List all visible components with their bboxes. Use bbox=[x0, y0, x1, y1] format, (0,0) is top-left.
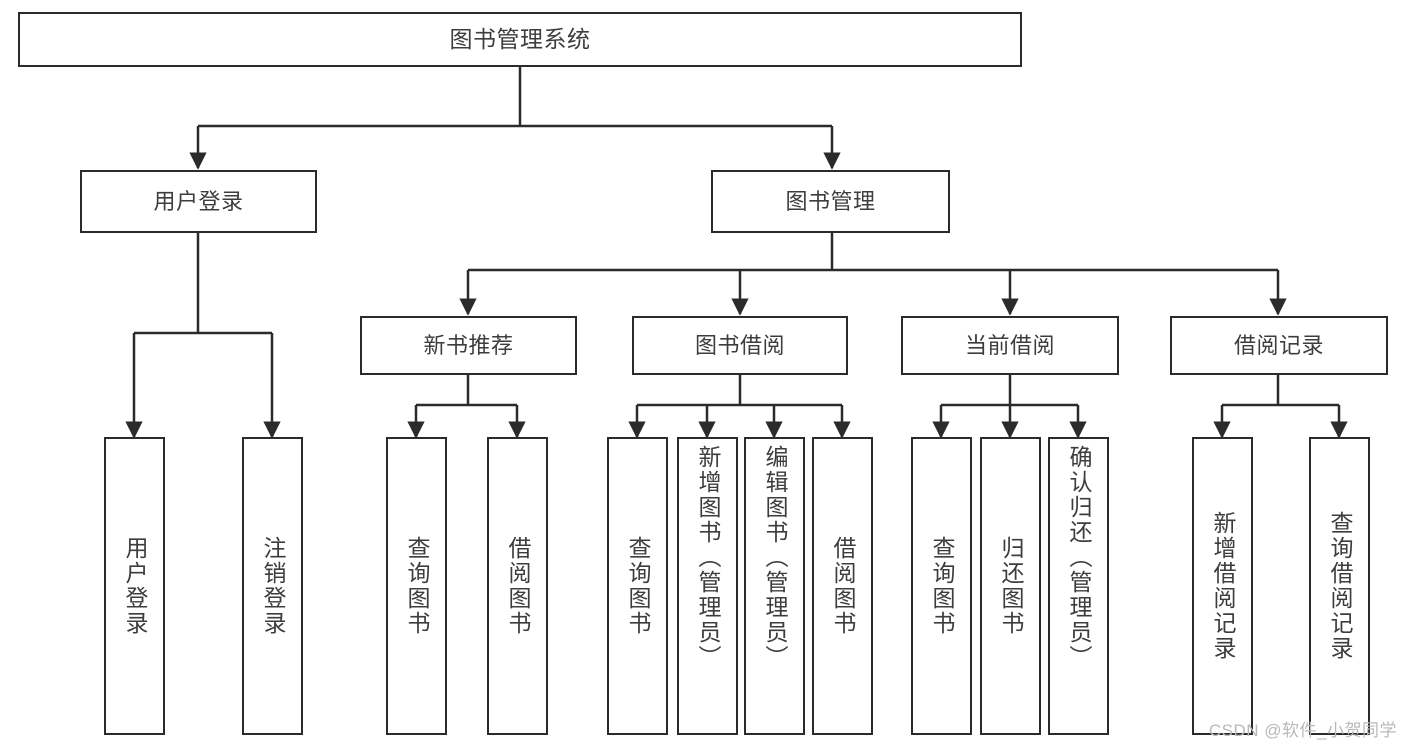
node-user-login[interactable]: 用户登录 bbox=[80, 170, 317, 233]
node-leaf-user-logout-label: 注销登录 bbox=[260, 536, 286, 636]
node-leaf-cur-return[interactable]: 归还图书 bbox=[980, 437, 1041, 735]
node-leaf-cur-return-label: 归还图书 bbox=[998, 536, 1024, 636]
node-leaf-rec-search-label: 查询借阅记录 bbox=[1327, 511, 1353, 661]
node-leaf-rec-add[interactable]: 新增借阅记录 bbox=[1192, 437, 1253, 735]
node-borrow-record-label: 借阅记录 bbox=[1233, 332, 1324, 358]
node-leaf-borrow-add-label: 新增图书（管理员） bbox=[695, 445, 721, 670]
node-leaf-cur-confirm[interactable]: 确认归还（管理员） bbox=[1048, 437, 1109, 735]
node-leaf-user-login[interactable]: 用户登录 bbox=[104, 437, 165, 735]
node-root[interactable]: 图书管理系统 bbox=[18, 12, 1022, 67]
node-current-borrow-label: 当前借阅 bbox=[964, 332, 1055, 358]
node-book-manage-label: 图书管理 bbox=[785, 188, 876, 214]
node-leaf-rec-query-label: 查询图书 bbox=[404, 536, 430, 636]
node-leaf-borrow-query-label: 查询图书 bbox=[625, 536, 651, 636]
node-leaf-rec-borrow[interactable]: 借阅图书 bbox=[487, 437, 548, 735]
node-book-borrow-label: 图书借阅 bbox=[694, 332, 785, 358]
csdn-watermark: CSDN @软件_小贺同学 bbox=[1208, 721, 1397, 740]
node-borrow-record[interactable]: 借阅记录 bbox=[1170, 316, 1388, 375]
node-current-borrow[interactable]: 当前借阅 bbox=[901, 316, 1119, 375]
node-leaf-user-login-label: 用户登录 bbox=[122, 536, 148, 636]
node-leaf-rec-borrow-label: 借阅图书 bbox=[505, 536, 531, 636]
node-leaf-rec-query[interactable]: 查询图书 bbox=[386, 437, 447, 735]
node-leaf-borrow-edit-label: 编辑图书（管理员） bbox=[762, 445, 788, 670]
node-leaf-user-logout[interactable]: 注销登录 bbox=[242, 437, 303, 735]
node-leaf-cur-query-label: 查询图书 bbox=[929, 536, 955, 636]
node-root-label: 图书管理系统 bbox=[449, 26, 591, 53]
node-book-borrow[interactable]: 图书借阅 bbox=[632, 316, 848, 375]
node-leaf-borrow-query[interactable]: 查询图书 bbox=[607, 437, 668, 735]
node-leaf-borrow-lend-label: 借阅图书 bbox=[830, 536, 856, 636]
node-leaf-borrow-add[interactable]: 新增图书（管理员） bbox=[677, 437, 738, 735]
node-leaf-cur-query[interactable]: 查询图书 bbox=[911, 437, 972, 735]
node-new-book-rec-label: 新书推荐 bbox=[423, 332, 514, 358]
node-leaf-rec-search[interactable]: 查询借阅记录 bbox=[1309, 437, 1370, 735]
node-leaf-borrow-edit[interactable]: 编辑图书（管理员） bbox=[744, 437, 805, 735]
node-leaf-rec-add-label: 新增借阅记录 bbox=[1210, 511, 1236, 661]
node-leaf-cur-confirm-label: 确认归还（管理员） bbox=[1066, 445, 1092, 670]
node-book-manage[interactable]: 图书管理 bbox=[711, 170, 950, 233]
node-new-book-rec[interactable]: 新书推荐 bbox=[360, 316, 577, 375]
node-user-login-label: 用户登录 bbox=[153, 188, 244, 214]
node-leaf-borrow-lend[interactable]: 借阅图书 bbox=[812, 437, 873, 735]
